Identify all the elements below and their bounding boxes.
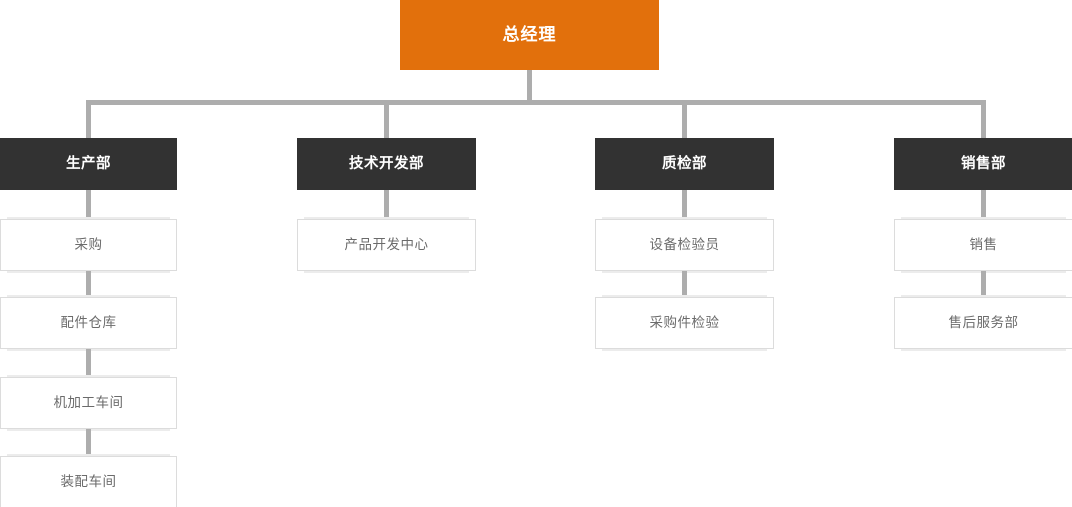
org-node-label: 装配车间 <box>60 473 117 489</box>
connector-bus-to-dept-1 <box>86 100 91 140</box>
org-node-label: 销售部 <box>961 155 1006 172</box>
org-node-unit-4-1[interactable]: 销售 <box>894 217 1072 273</box>
org-node-label: 质检部 <box>662 155 707 172</box>
org-node-dept-2[interactable]: 技术开发部 <box>297 138 476 190</box>
org-node-dept-4[interactable]: 销售部 <box>894 138 1072 190</box>
org-node-unit-2-1[interactable]: 产品开发中心 <box>297 217 476 273</box>
connector-unit-1-1-to-1-2 <box>86 271 91 298</box>
connector-dept-1-to-unit-1 <box>86 190 91 220</box>
org-node-label: 采购件检验 <box>649 314 720 330</box>
org-node-unit-1-3[interactable]: 机加工车间 <box>0 375 177 431</box>
connector-unit-1-2-to-1-3 <box>86 349 91 377</box>
org-node-label: 销售 <box>969 236 998 252</box>
org-node-dept-3[interactable]: 质检部 <box>595 138 774 190</box>
connector-bus-to-dept-2 <box>384 100 389 140</box>
org-node-dept-1[interactable]: 生产部 <box>0 138 177 190</box>
connector-unit-4-1-to-4-2 <box>981 271 986 298</box>
org-node-root[interactable]: 总经理 <box>400 0 659 70</box>
org-node-label: 总经理 <box>502 25 557 45</box>
connector-unit-1-3-to-1-4 <box>86 429 91 457</box>
org-node-label: 产品开发中心 <box>344 236 429 252</box>
connector-dept-4-to-unit-1 <box>981 190 986 220</box>
org-node-unit-3-2[interactable]: 采购件检验 <box>595 295 774 351</box>
org-node-unit-1-2[interactable]: 配件仓库 <box>0 295 177 351</box>
org-node-unit-3-1[interactable]: 设备检验员 <box>595 217 774 273</box>
connector-bus-bar <box>86 100 986 105</box>
org-node-label: 技术开发部 <box>349 155 424 172</box>
org-node-label: 采购 <box>74 236 103 252</box>
connector-unit-3-1-to-3-2 <box>682 271 687 298</box>
org-node-label: 机加工车间 <box>53 394 124 410</box>
org-node-label: 生产部 <box>66 155 111 172</box>
org-node-label: 设备检验员 <box>649 236 720 252</box>
org-node-unit-1-4[interactable]: 装配车间 <box>0 454 177 507</box>
connector-dept-3-to-unit-1 <box>682 190 687 220</box>
connector-bus-to-dept-4 <box>981 100 986 140</box>
connector-root-stem <box>527 70 532 103</box>
connector-dept-2-to-unit-1 <box>384 190 389 220</box>
connector-bus-to-dept-3 <box>682 100 687 140</box>
org-node-label: 配件仓库 <box>60 314 117 330</box>
org-node-label: 售后服务部 <box>948 314 1019 330</box>
org-node-unit-4-2[interactable]: 售后服务部 <box>894 295 1072 351</box>
org-node-unit-1-1[interactable]: 采购 <box>0 217 177 273</box>
